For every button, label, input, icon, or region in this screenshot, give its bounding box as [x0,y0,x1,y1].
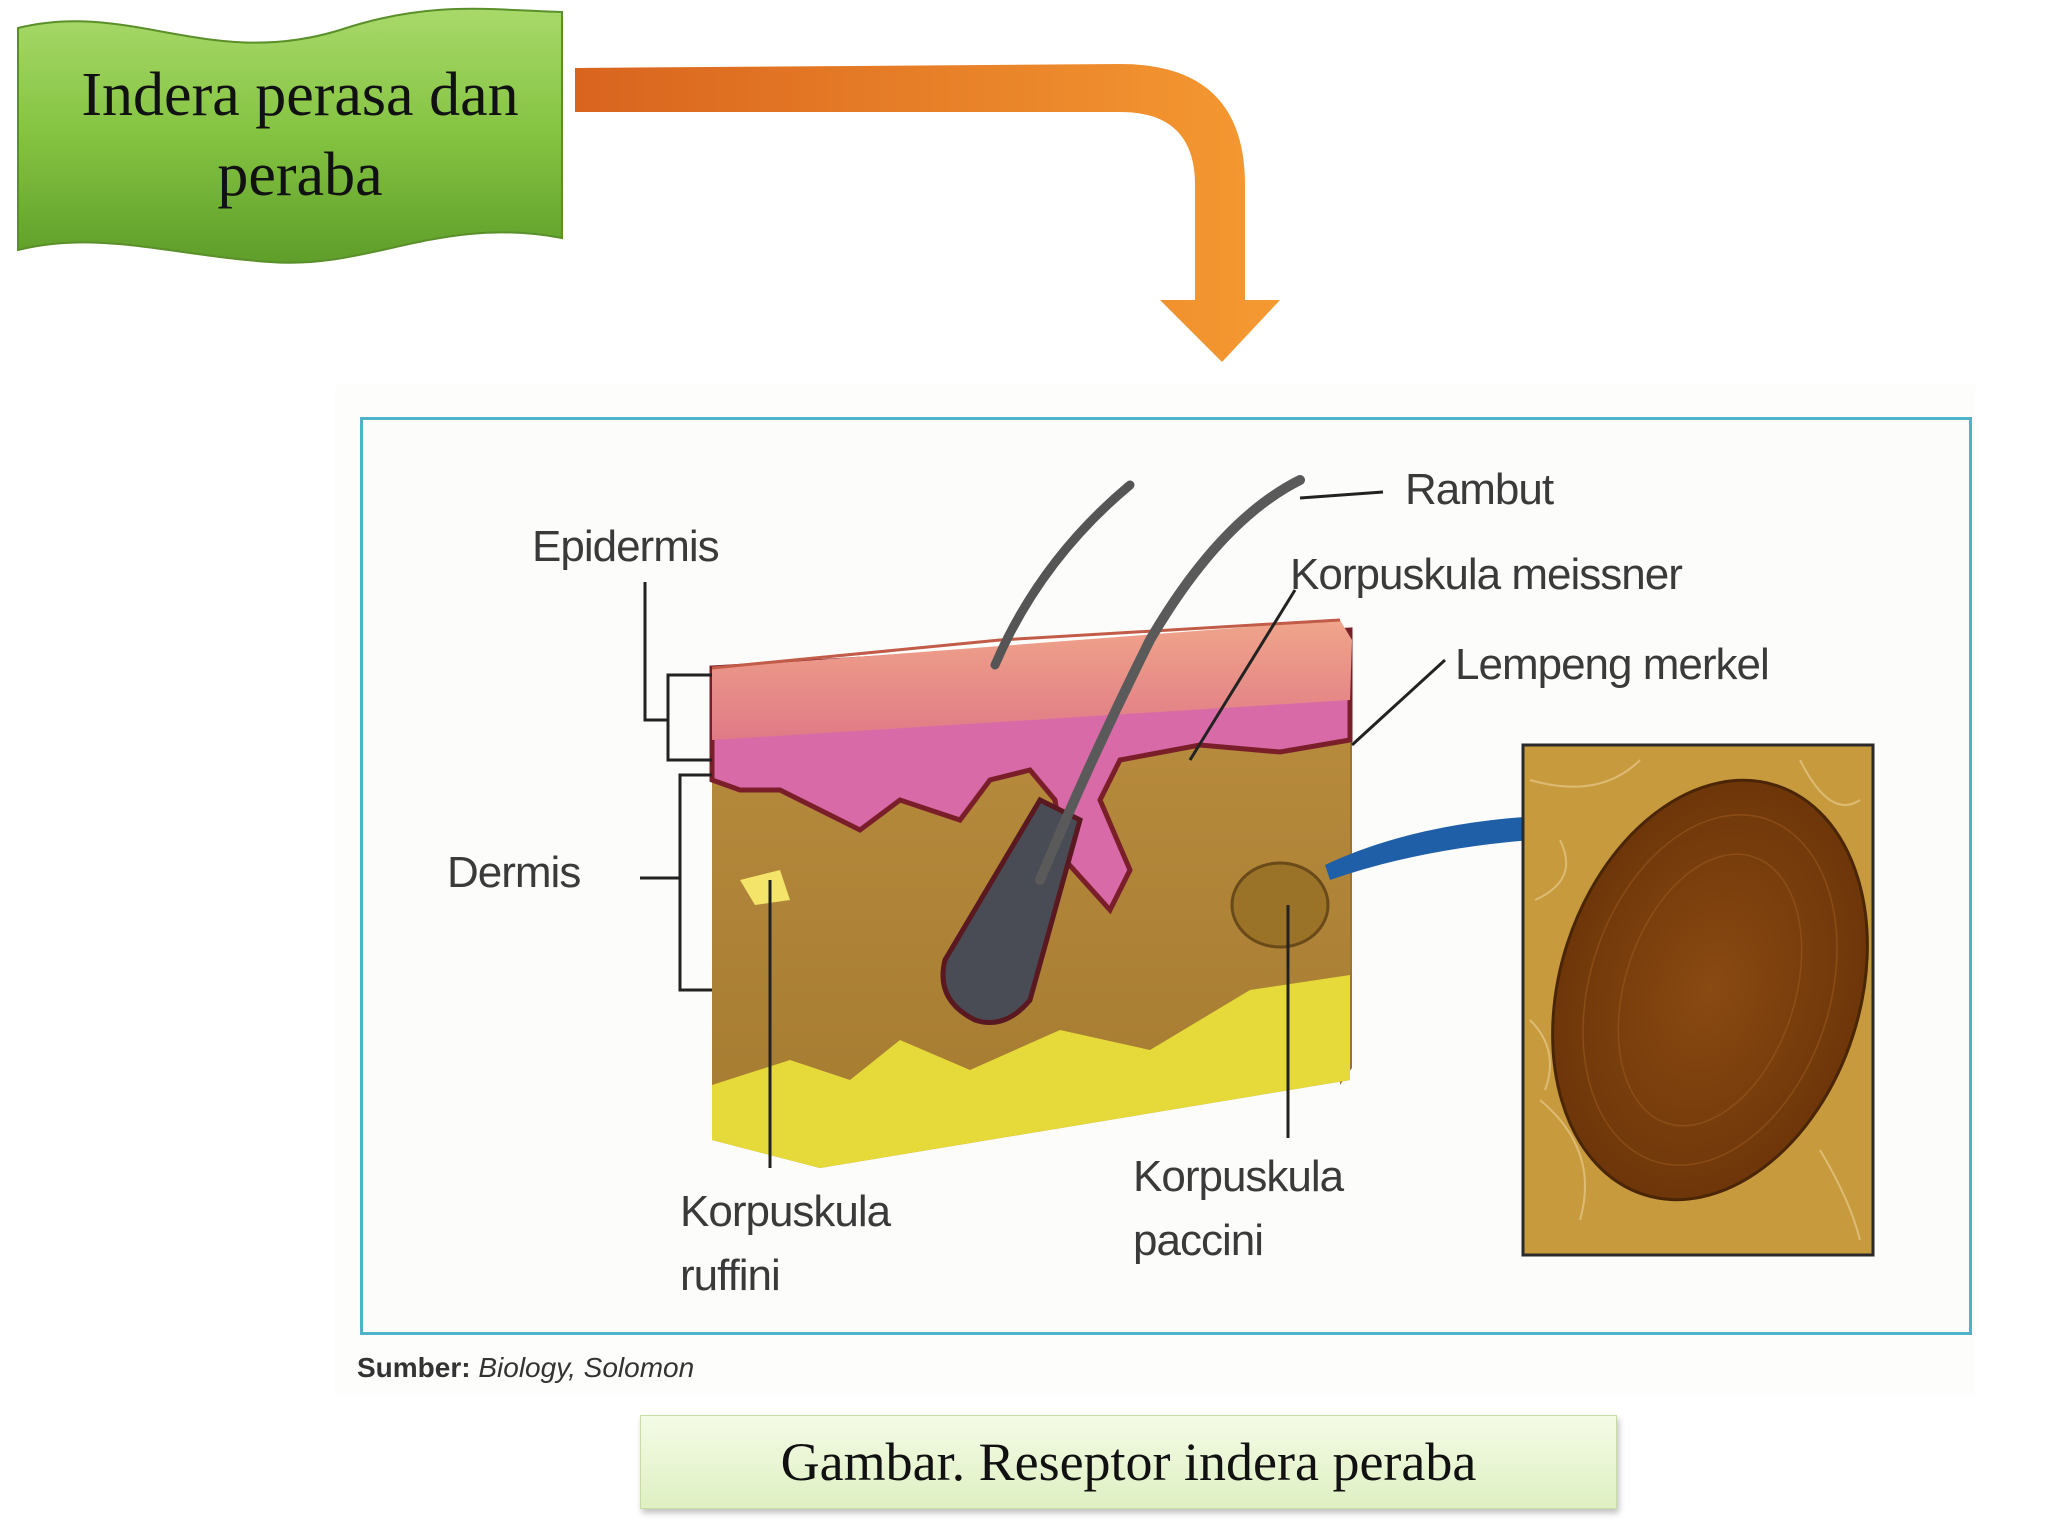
paccini-detail [1551,778,1869,1202]
micrograph-texture [1529,759,1861,1241]
figure-caption: Gambar. Reseptor indera peraba [640,1415,1617,1509]
detail-arrow-icon [1325,790,1612,880]
label-rambut: Rambut [1405,465,1554,514]
paccini-corpuscle [1230,861,1330,949]
source-value: Biology, Solomon [478,1352,695,1383]
label-epidermis: Epidermis [532,522,720,571]
source-label: Sumber: [357,1352,471,1383]
label-dermis: Dermis [447,848,581,897]
ruffini-corpuscle [740,870,790,905]
label-korpuskula-ruffini: Korpuskula ruffini [680,1187,891,1300]
banner-title: Indera perasa dan peraba [81,61,519,209]
hair-strand [990,480,1135,670]
label-lempeng-merkel: Lempeng merkel [1455,640,1770,689]
fat-layer [712,975,1350,1168]
banner-shape [17,7,563,264]
label-korpuskula-meissner: Korpuskula meissner [1290,550,1683,599]
title-banner: Indera perasa dan peraba [10,0,570,280]
hair-shaft [1035,475,1305,885]
figure-source: Sumber: Biology, Solomon [357,1352,694,1384]
label-korpuskula-paccini: Korpuskula paccini [1133,1152,1344,1265]
leader-lines [640,490,1447,1168]
skin-surface [712,620,1352,740]
